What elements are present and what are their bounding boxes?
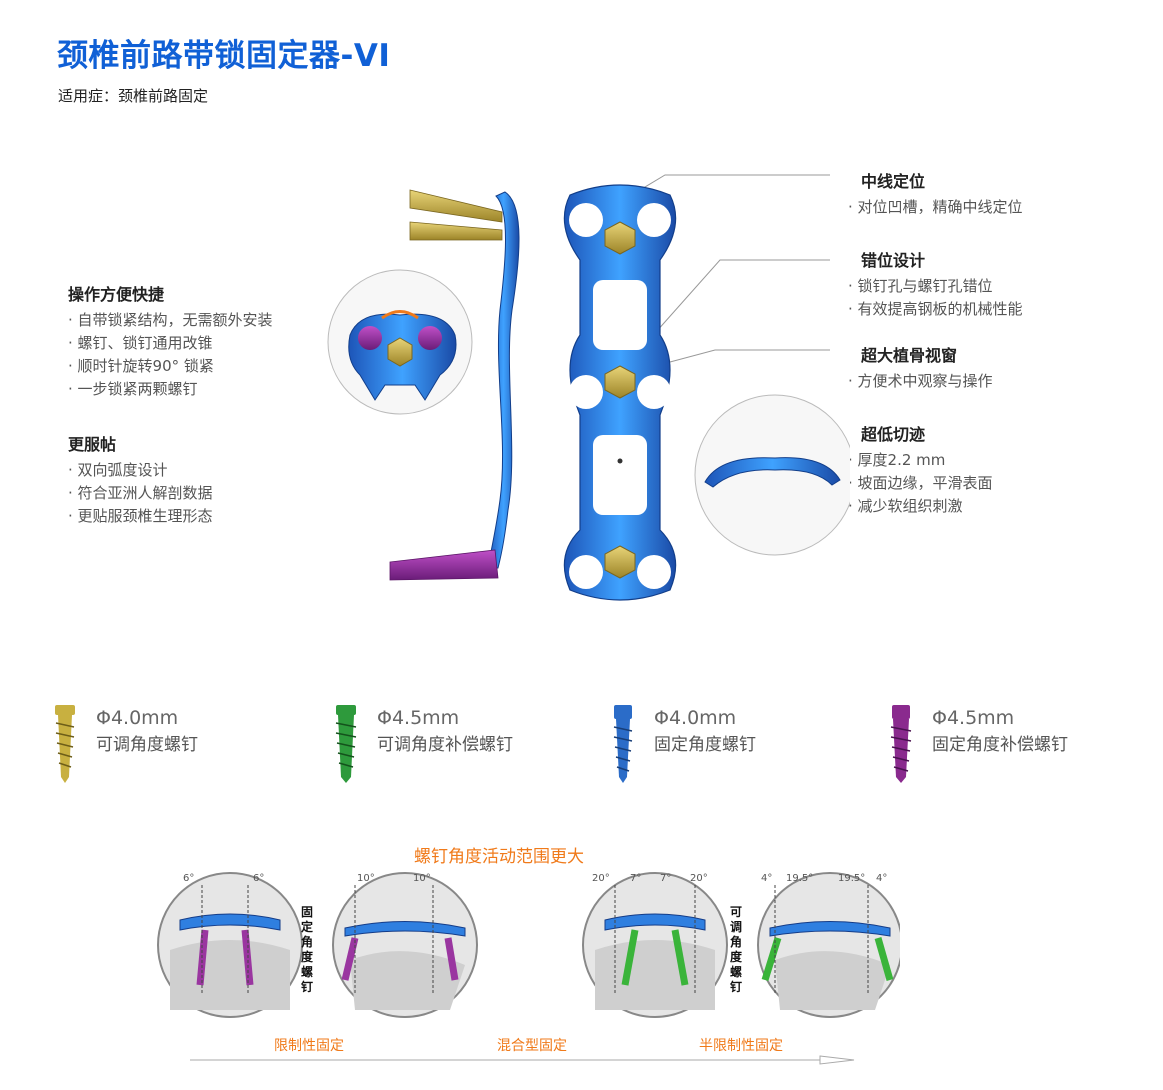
angle-label: 20°	[690, 873, 708, 884]
feature-item: 双向弧度设计	[68, 459, 213, 482]
feature-item: 符合亚洲人解剖数据	[68, 482, 213, 505]
feature-item: 顺时针旋转90° 锁紧	[68, 355, 273, 378]
feature-item: 自带锁紧结构，无需额外安装	[68, 309, 273, 332]
feature-easy-operation: 操作方便快捷 自带锁紧结构，无需额外安装 螺钉、锁钉通用改锥 顺时针旋转90° …	[68, 281, 273, 401]
lock-detail-zoom	[327, 269, 473, 415]
screw-name: 可调角度螺钉	[96, 735, 198, 755]
angle-label: 19.5°	[838, 873, 866, 884]
screw-type-item: Φ4.0mm 固定角度螺钉	[610, 705, 756, 783]
feature-item: 一步锁紧两颗螺钉	[68, 378, 273, 401]
angle-label: 10°	[413, 873, 431, 884]
progression-arrow	[190, 1055, 855, 1065]
screw-diameter: Φ4.5mm	[377, 707, 460, 729]
angle-label: 20°	[592, 873, 610, 884]
feature-title: 错位设计	[861, 251, 926, 270]
feature-midline: 中线定位 对位凹槽，精确中线定位	[848, 168, 1023, 219]
blue-screw-icon	[613, 705, 633, 783]
green-screw-icon	[335, 705, 357, 783]
screw-type-item: Φ4.5mm 可调角度补偿螺钉	[333, 705, 513, 783]
screw-type-item: Φ4.5mm 固定角度补偿螺钉	[888, 705, 1068, 783]
feature-low-profile: 超低切迹 厚度2.2 mm 坡面边缘，平滑表面 减少软组织刺激	[848, 421, 993, 518]
screw-diameter: Φ4.5mm	[932, 707, 1015, 729]
profile-detail-zoom	[694, 394, 850, 556]
angle-range-title: 螺钉角度活动范围更大	[414, 847, 584, 867]
feature-title: 中线定位	[861, 172, 926, 191]
feature-item: 对位凹槽，精确中线定位	[848, 196, 1023, 219]
angle-label: 4°	[876, 873, 888, 884]
page-title: 颈椎前路带锁固定器-VI	[57, 38, 391, 74]
gold-screw-icon	[409, 189, 503, 241]
plate-illustration	[327, 174, 850, 601]
screw-name: 固定角度补偿螺钉	[932, 735, 1068, 755]
angle-label: 6°	[183, 873, 195, 884]
page-subtitle: 适用症：颈椎前路固定	[58, 87, 209, 105]
feature-item: 更贴服颈椎生理形态	[68, 505, 213, 528]
fixed-angle-screw-label: 固定角度螺钉	[300, 905, 313, 994]
feature-title: 更服帖	[68, 435, 117, 454]
feature-better-fit: 更服帖 双向弧度设计 符合亚洲人解剖数据 更贴服颈椎生理形态	[68, 431, 213, 528]
screw-type-item: Φ4.0mm 可调角度螺钉	[52, 705, 198, 783]
feature-item: 螺钉、锁钉通用改锥	[68, 332, 273, 355]
screw-diameter: Φ4.0mm	[96, 707, 179, 729]
angle-label: 19.5°	[786, 873, 814, 884]
screw-name: 可调角度补偿螺钉	[377, 735, 513, 755]
feature-title: 超大植骨视窗	[861, 346, 958, 365]
feature-item: 方便术中观察与操作	[848, 370, 993, 393]
gold-screw-icon	[55, 705, 75, 783]
feature-title: 超低切迹	[861, 425, 926, 444]
angle-label: 7°	[660, 873, 672, 884]
feature-offset-design: 错位设计 锁钉孔与螺钉孔错位 有效提高钢板的机械性能	[848, 247, 1023, 321]
purple-screw-icon	[890, 705, 912, 783]
angle-label: 7°	[630, 873, 642, 884]
feature-item: 坡面边缘，平滑表面	[848, 472, 993, 495]
angle-label: 6°	[253, 873, 265, 884]
fixation-type-hybrid: 混合型固定	[497, 1038, 567, 1054]
screw-name: 固定角度螺钉	[654, 735, 756, 755]
angle-label: 4°	[761, 873, 773, 884]
front-plate	[563, 184, 677, 601]
fixation-type-semi-restrictive: 半限制性固定	[699, 1038, 783, 1054]
purple-screw-icon	[389, 549, 499, 581]
side-plate	[389, 189, 520, 581]
fixation-type-restrictive: 限制性固定	[274, 1038, 344, 1054]
angle-diagrams	[157, 872, 900, 1018]
feature-item: 锁钉孔与螺钉孔错位	[848, 275, 1023, 298]
screw-diameter: Φ4.0mm	[654, 707, 737, 729]
feature-title: 操作方便快捷	[68, 285, 165, 304]
angle-label: 10°	[357, 873, 375, 884]
adjustable-angle-screw-label: 可调角度螺钉	[729, 905, 742, 994]
feature-item: 厚度2.2 mm	[848, 449, 993, 472]
locking-nut-icon	[604, 221, 636, 579]
feature-item: 有效提高钢板的机械性能	[848, 298, 1023, 321]
feature-item: 减少软组织刺激	[848, 495, 993, 518]
feature-graft-window: 超大植骨视窗 方便术中观察与操作	[848, 342, 993, 393]
